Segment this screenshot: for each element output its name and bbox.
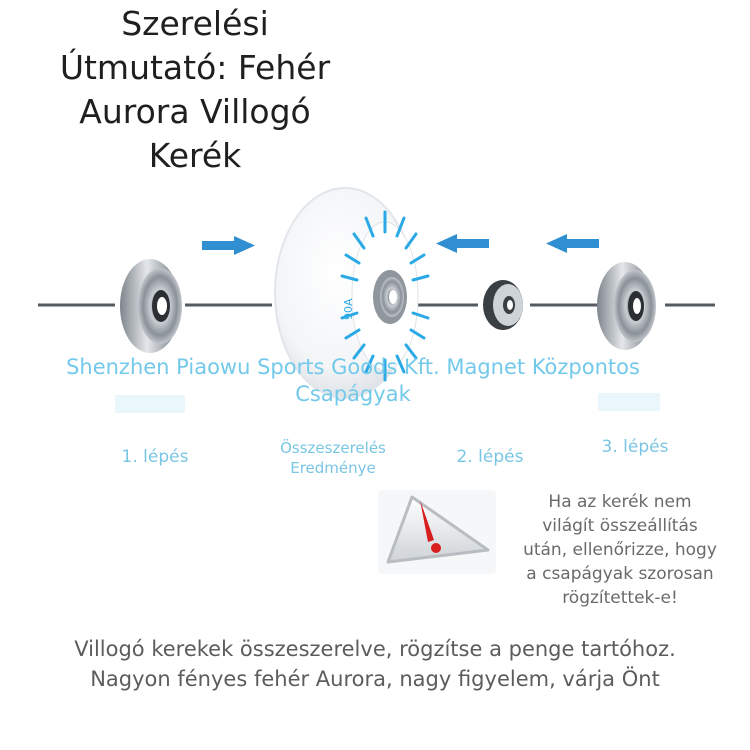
arrow-left-icon bbox=[546, 234, 599, 253]
wheel-print-text: 90A bbox=[342, 298, 355, 320]
page-title: Szerelési Útmutató: Fehér Aurora Villogó… bbox=[59, 4, 331, 175]
aurora-wheel-icon bbox=[274, 187, 430, 399]
bearing-icon bbox=[597, 262, 660, 411]
step-2-label: 2. lépés bbox=[456, 447, 524, 467]
footer-line-2: Nagyon fényes fehér Aurora, nagy figyele… bbox=[90, 667, 660, 691]
bearing-icon bbox=[115, 259, 185, 413]
footer-caption: Villogó kerekek összeszerelve, rögzítse … bbox=[30, 634, 720, 694]
warning-triangle-icon bbox=[378, 490, 496, 574]
watermark-text: Shenzhen Piaowu Sports Goods Kft. Magnet… bbox=[66, 355, 640, 406]
footer-line-1: Villogó kerekek összeszerelve, rögzítse … bbox=[74, 637, 676, 661]
arrow-left-icon bbox=[436, 234, 489, 253]
step-1-label: 1. lépés bbox=[121, 447, 189, 467]
step-3-label: 3. lépés bbox=[601, 437, 669, 457]
warning-note: Ha az kerék nem világít összeállítás utá… bbox=[523, 492, 717, 608]
assembly-result-label: Összeszerelés Eredménye bbox=[280, 439, 386, 477]
spacer-icon bbox=[483, 280, 523, 330]
arrow-right-icon bbox=[202, 236, 255, 255]
